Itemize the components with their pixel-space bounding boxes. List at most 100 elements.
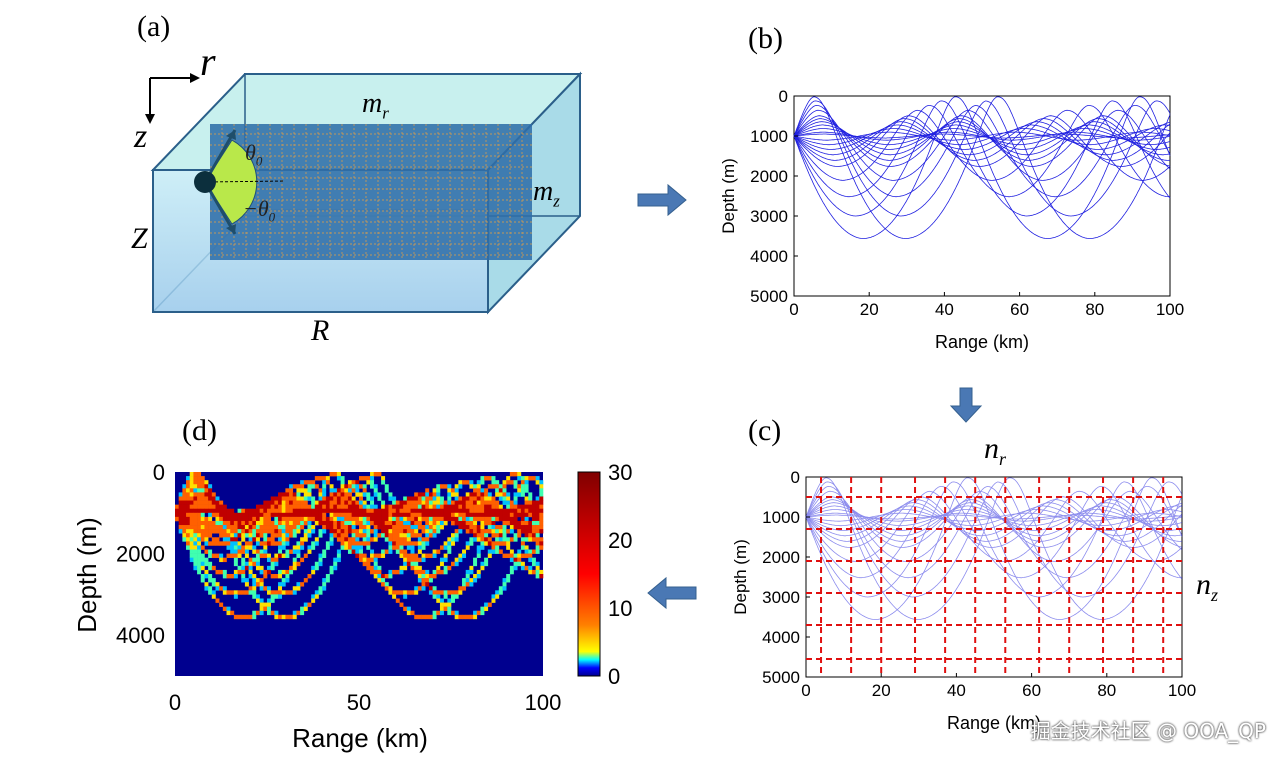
ray-path (805, 486, 1183, 579)
heatmap-cell (399, 602, 404, 607)
heatmap-cell (362, 504, 367, 510)
heatmap-cell (484, 602, 489, 607)
heatmap-cell (340, 516, 345, 522)
heatmap-cell (314, 541, 319, 546)
heatmap-cell (476, 533, 481, 538)
heatmap-cell (219, 553, 224, 558)
heatmap-cell (186, 516, 191, 522)
heatmap-cell (300, 484, 305, 489)
heatmap-cell (211, 508, 216, 514)
heatmap-cell (252, 574, 257, 579)
heatmap-cell (215, 541, 220, 546)
heatmap-cell (285, 614, 290, 620)
heatmap-cell (462, 512, 467, 518)
heatmap-cell (388, 504, 393, 510)
heatmap-cell (237, 508, 242, 514)
heatmap-cell (384, 484, 389, 489)
heatmap-cell (531, 500, 536, 505)
heatmap-cell (259, 533, 264, 538)
heatmap-cell (237, 614, 242, 620)
heatmap-cell (476, 529, 481, 534)
heatmap-cell (322, 480, 327, 485)
heatmap-cell (296, 516, 301, 522)
heatmap-cell (421, 586, 426, 591)
heatmap-cell (296, 504, 301, 510)
heatmap-cell (322, 586, 327, 591)
heatmap-cell (285, 541, 290, 546)
heatmap-cell (465, 614, 470, 620)
heatmap-cell (215, 598, 220, 603)
heatmap-cell (462, 614, 467, 620)
heatmap-cell (502, 586, 507, 591)
heatmap-cell (303, 512, 308, 518)
heatmap-cell (314, 561, 319, 567)
heatmap-cell (233, 557, 238, 563)
heatmap-cell (462, 553, 467, 558)
heatmap-cell (244, 512, 249, 518)
heatmap-cell (491, 594, 496, 599)
heatmap-cell (509, 508, 514, 514)
heatmap-cell (230, 537, 235, 542)
mz-label: mz (533, 176, 560, 211)
heatmap-cell (241, 529, 246, 534)
x-tick-label: 20 (860, 300, 879, 319)
heatmap-cell (300, 504, 305, 510)
heatmap-cell (410, 541, 415, 546)
heatmap-cell (300, 496, 305, 501)
heatmap-cell (208, 492, 213, 497)
ray-path (805, 509, 1183, 527)
heatmap-cell (539, 520, 544, 526)
heatmap-cell (193, 565, 198, 571)
heatmap-cell (469, 537, 474, 542)
heatmap-cell (403, 541, 408, 546)
heatmap-cell (189, 508, 194, 514)
heatmap-cell (417, 549, 422, 554)
heatmap-cell (384, 537, 389, 542)
heatmap-cell (381, 512, 386, 518)
heatmap-cell (399, 569, 404, 575)
heatmap-cell (381, 504, 386, 510)
ray-grid-plot (805, 476, 1183, 678)
heatmap-cell (200, 492, 205, 497)
heatmap-cell (182, 520, 187, 526)
heatmap-cell (535, 529, 540, 534)
heatmap-cell (406, 553, 411, 558)
heatmap-cell (248, 520, 253, 526)
heatmap-cell (410, 520, 415, 526)
heatmap-cell (399, 545, 404, 550)
heatmap-cell (458, 480, 463, 485)
theta-neg-label: −θ0 (243, 196, 276, 225)
heatmap-cell (248, 529, 253, 534)
heatmap-cell (300, 520, 305, 526)
heatmap-cell (270, 565, 275, 571)
heatmap-cell (417, 565, 422, 571)
heatmap-cell (517, 504, 522, 510)
heatmap-cell (513, 565, 518, 571)
heatmap-cell (432, 533, 437, 538)
heatmap-cell (281, 537, 286, 542)
heatmap-cell (333, 504, 338, 510)
heatmap-cell (439, 500, 444, 505)
heatmap-cell (255, 537, 260, 542)
heatmap-cell (370, 512, 375, 518)
heatmap-cell (484, 537, 489, 542)
heatmap-cell (237, 553, 242, 558)
heatmap-cell (230, 574, 235, 579)
heatmap-cell (340, 504, 345, 510)
dim-Z-label: Z (131, 222, 148, 255)
heatmap-cell (241, 525, 246, 530)
heatmap-cell (241, 557, 246, 563)
ray-path (793, 118, 1171, 161)
heatmap-cell (451, 541, 455, 546)
heatmap-cell (432, 529, 437, 534)
heatmap-cell (355, 484, 360, 489)
heatmap-cell (462, 549, 467, 554)
heatmap-cell (414, 590, 419, 595)
heatmap-cell (267, 610, 271, 616)
heatmap-cell (278, 516, 283, 522)
heatmap-cell (244, 590, 249, 595)
heatmap-cell (370, 553, 375, 558)
x-tick-label: 40 (935, 300, 954, 319)
heatmap-cell (520, 504, 525, 510)
heatmap-cell (285, 504, 290, 510)
